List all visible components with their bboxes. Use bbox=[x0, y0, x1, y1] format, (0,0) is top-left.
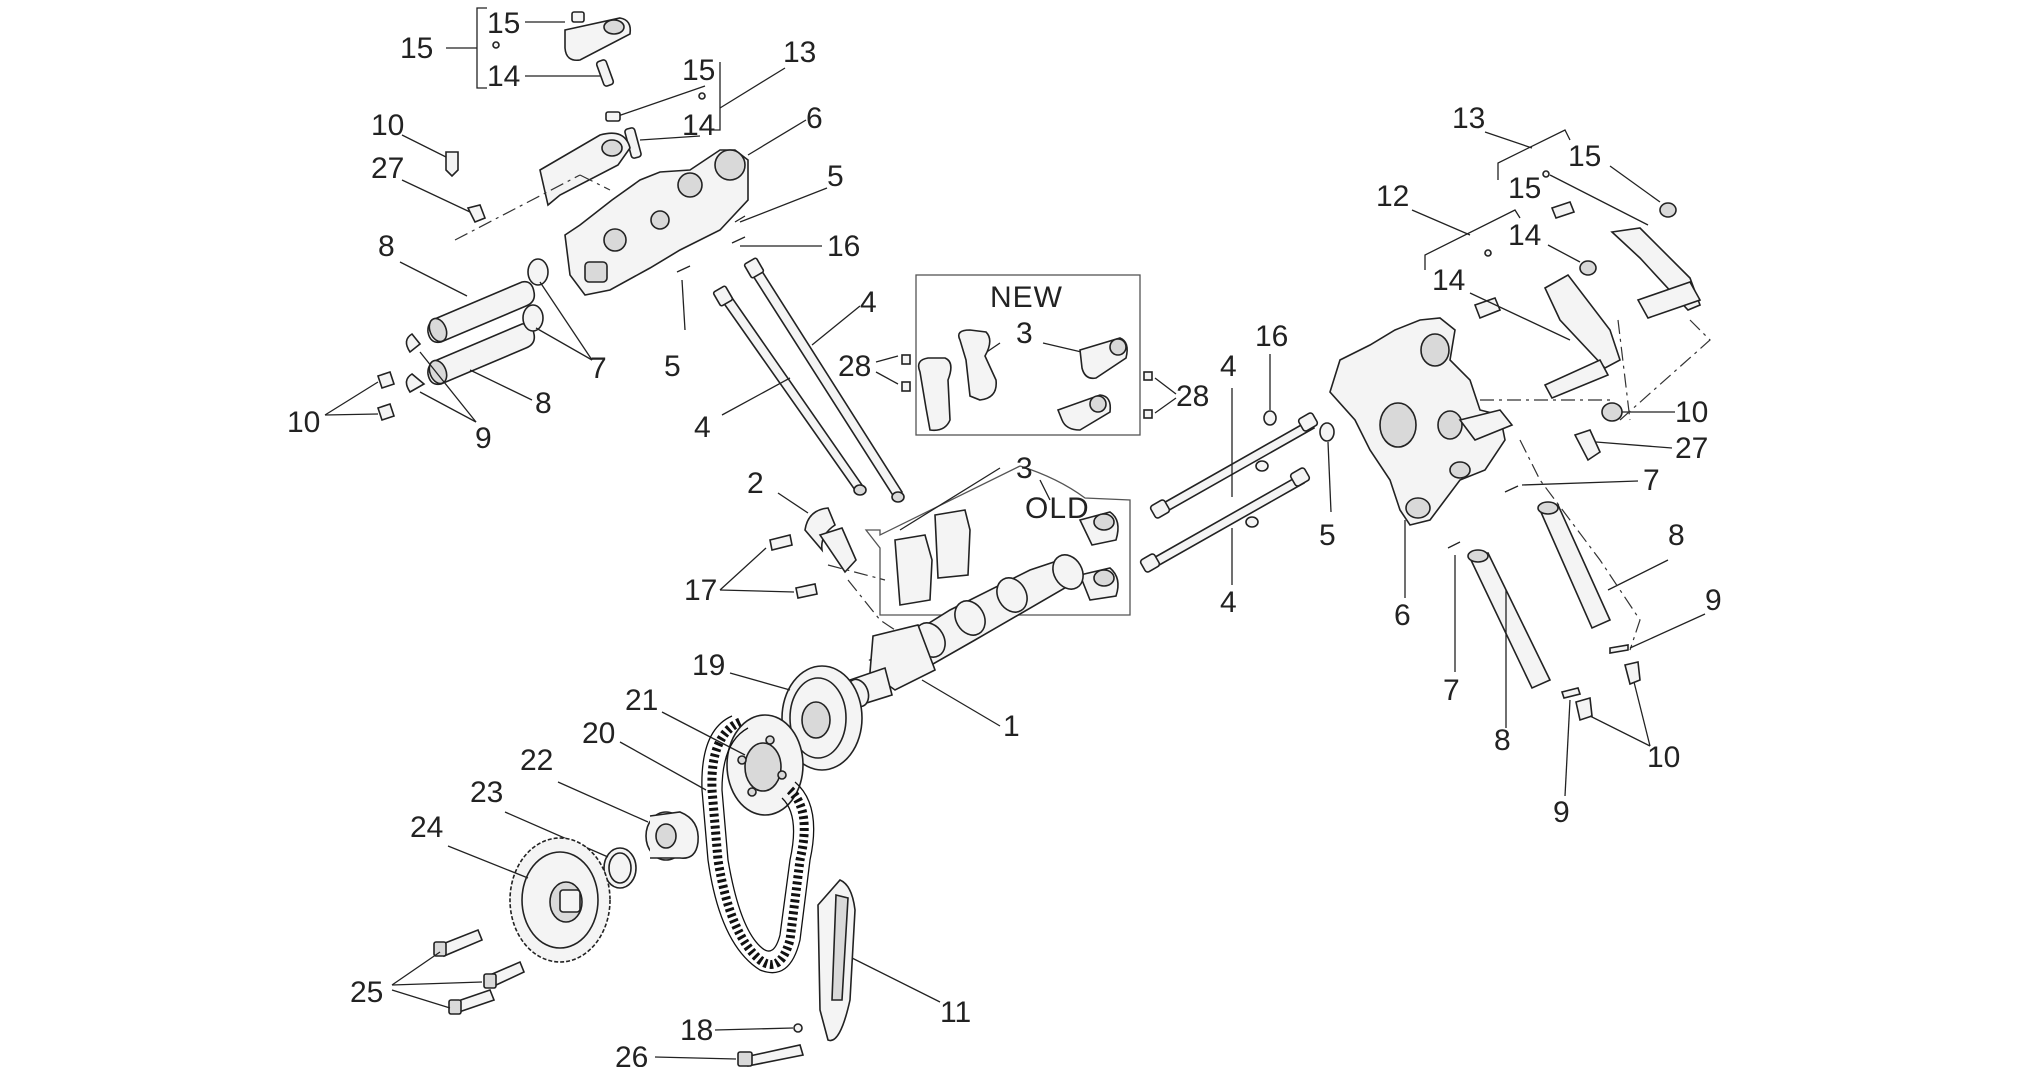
label-14-right-top: 15 bbox=[1508, 172, 1541, 205]
tappet-old-2 bbox=[934, 509, 971, 579]
label-23: 23 bbox=[470, 776, 503, 809]
label-8-left-bottom: 8 bbox=[535, 387, 552, 420]
label-16-right: 16 bbox=[1255, 320, 1288, 353]
label-15-right-mid: 14 bbox=[1508, 219, 1541, 252]
washer-7a bbox=[527, 258, 549, 286]
label-5-left: 5 bbox=[664, 350, 681, 383]
label-6-top: 6 bbox=[806, 102, 823, 135]
label-3-old: 3 bbox=[1016, 452, 1033, 485]
label-18: 18 bbox=[680, 1014, 713, 1047]
label-19: 19 bbox=[692, 649, 725, 682]
label-27-left: 27 bbox=[371, 152, 404, 185]
label-11: 11 bbox=[940, 996, 971, 1029]
label-10-top-left: 10 bbox=[371, 109, 404, 142]
label-4-upper: 4 bbox=[860, 286, 877, 319]
label-5-top: 5 bbox=[827, 160, 844, 193]
label-12-right: 12 bbox=[1376, 180, 1409, 213]
rocker-shaft-pin bbox=[595, 59, 615, 87]
label-7-right-top: 7 bbox=[1643, 464, 1660, 497]
label-7-left: 7 bbox=[590, 352, 607, 385]
label-4-right-top: 4 bbox=[1220, 350, 1237, 383]
screw-17b bbox=[795, 583, 818, 599]
bolt-26 bbox=[743, 1044, 805, 1067]
label-8-right-top: 8 bbox=[1668, 519, 1685, 552]
new-tappets-box bbox=[915, 274, 1141, 436]
label-22: 22 bbox=[520, 744, 553, 777]
push-rod-right-a bbox=[1158, 418, 1316, 515]
label-5-right: 5 bbox=[1319, 519, 1336, 552]
label-25: 25 bbox=[350, 976, 383, 1009]
label-10-right-top: 10 bbox=[1675, 396, 1708, 429]
old-box-title: OLD bbox=[1025, 492, 1090, 525]
rocker-bore bbox=[603, 19, 625, 35]
label-6-right: 6 bbox=[1394, 599, 1411, 632]
label-16-left: 16 bbox=[827, 230, 860, 263]
new-box-title: NEW bbox=[990, 281, 1063, 314]
tappet-new-2 bbox=[957, 329, 997, 401]
small-ball-part bbox=[492, 41, 500, 49]
label-10-bottom-left: 10 bbox=[287, 406, 320, 439]
label-4-right-bottom: 4 bbox=[1220, 586, 1237, 619]
rocker-shaft-right-bottom bbox=[1468, 552, 1552, 690]
washer-7b bbox=[522, 304, 544, 332]
label-15-top: 15 bbox=[487, 7, 520, 40]
old-tappets-box bbox=[864, 465, 1131, 616]
label-28-left: 28 bbox=[838, 350, 871, 383]
timing-chain-20 bbox=[707, 717, 809, 969]
retainer-2a bbox=[804, 507, 836, 553]
label-8-left-top: 8 bbox=[378, 230, 395, 263]
label-13-top: 13 bbox=[783, 36, 816, 69]
tappet-old-1 bbox=[894, 534, 933, 606]
label-14-right-mid: 14 bbox=[1432, 264, 1465, 297]
washer-18 bbox=[793, 1023, 803, 1033]
label-15-right-top: 15 bbox=[1568, 140, 1601, 173]
label-4-lower: 4 bbox=[694, 411, 711, 444]
label-9-right-bottom: 9 bbox=[1553, 796, 1570, 829]
label-8-right-bottom: 8 bbox=[1494, 724, 1511, 757]
label-3-new: 3 bbox=[1016, 317, 1033, 350]
roller-pin-part bbox=[571, 11, 585, 23]
label-7-right-bottom: 7 bbox=[1443, 674, 1460, 707]
clip-9b bbox=[405, 373, 426, 394]
label-12-top-left: 15 bbox=[400, 32, 433, 65]
label-9-left: 9 bbox=[475, 422, 492, 455]
label-26: 26 bbox=[615, 1041, 648, 1067]
label-9-right-top: 9 bbox=[1705, 584, 1722, 617]
label-27-right: 27 bbox=[1675, 432, 1708, 465]
bracket-12-left bbox=[476, 7, 487, 89]
label-10-right-bottom: 10 bbox=[1647, 741, 1680, 774]
rocker-shaft-left-top bbox=[427, 280, 536, 344]
label-1: 1 bbox=[1003, 710, 1020, 743]
label-20: 20 bbox=[582, 717, 615, 750]
clip-9a bbox=[405, 332, 422, 354]
retainer-2b bbox=[818, 527, 857, 574]
tappet-new-1 bbox=[917, 357, 952, 432]
screw-17a bbox=[769, 534, 793, 551]
rocker-arm-right-lower bbox=[1543, 273, 1621, 369]
label-21: 21 bbox=[625, 684, 658, 717]
label-14-top: 14 bbox=[487, 60, 520, 93]
push-rod-left-b bbox=[746, 264, 904, 499]
label-13-right: 13 bbox=[1452, 102, 1485, 135]
label-2: 2 bbox=[747, 467, 764, 500]
push-rod-right-b bbox=[1148, 473, 1306, 570]
label-28-right: 28 bbox=[1176, 380, 1209, 413]
rocker-shaft-right-top bbox=[1538, 504, 1612, 630]
bolt-10-part bbox=[445, 151, 459, 178]
label-15-mid: 15 bbox=[682, 54, 715, 87]
label-24: 24 bbox=[410, 811, 443, 844]
label-17: 17 bbox=[684, 574, 717, 607]
